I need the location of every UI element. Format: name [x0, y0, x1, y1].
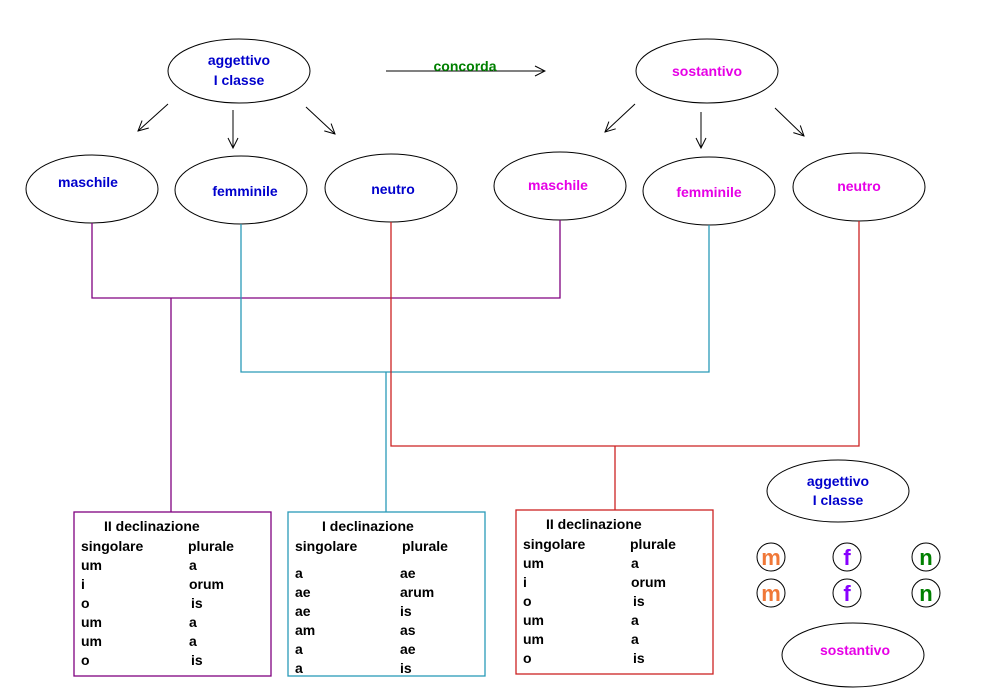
- table-cell: a: [189, 557, 197, 573]
- table-cell: ae: [295, 584, 311, 600]
- legend-adjective-line1: aggettivo: [807, 473, 869, 489]
- declension-table-first-fem: I declinazione singolare plurale a ae ae…: [287, 511, 486, 677]
- table-header-singular: singolare: [295, 538, 357, 554]
- table-cell: a: [189, 633, 197, 649]
- masculine-connector: [91, 220, 561, 299]
- table-cell: um: [81, 633, 102, 649]
- concorda-label: concorda: [433, 58, 496, 74]
- legend-adjective-line2: I classe: [813, 492, 864, 508]
- table-header-singular: singolare: [523, 536, 585, 552]
- table-cell: o: [523, 650, 532, 666]
- table-cell: i: [523, 574, 527, 590]
- table-header-plural: plurale: [402, 538, 448, 554]
- table-cell: is: [633, 650, 645, 666]
- table-cell: a: [295, 565, 303, 581]
- table-cell: is: [633, 593, 645, 609]
- declension-table-second-masc: II declinazione singolare plurale um a i…: [73, 511, 272, 677]
- table-header-plural: plurale: [188, 538, 234, 554]
- table-cell: a: [631, 631, 639, 647]
- table-cell: is: [400, 660, 412, 676]
- declension-table-second-neut: II declinazione singolare plurale um a i…: [515, 509, 714, 675]
- legend-adjective-node: aggettivo I classe: [766, 459, 910, 523]
- table-cell: um: [81, 614, 102, 630]
- adjective-label-line1: aggettivo: [208, 52, 270, 68]
- noun-neutro-label: neutro: [837, 178, 881, 194]
- noun-maschile-label: maschile: [528, 177, 588, 193]
- legend-letter-f: f: [843, 545, 851, 570]
- noun-neutro-node: neutro: [792, 152, 926, 222]
- adjective-maschile-label: maschile: [58, 174, 118, 190]
- noun-femminile-label: femminile: [676, 184, 742, 200]
- legend-letter-f: f: [843, 581, 851, 606]
- legend-letter-n: n: [919, 581, 932, 606]
- table-cell: am: [295, 622, 315, 638]
- table-cell: is: [400, 603, 412, 619]
- neuter-connector: [390, 221, 860, 447]
- table-cell: um: [523, 612, 544, 628]
- legend-noun-node: sostantivo: [781, 622, 925, 688]
- table-cell: a: [295, 641, 303, 657]
- table-cell: orum: [189, 576, 224, 592]
- table-cell: i: [81, 576, 85, 592]
- adjective-femminile-label: femminile: [212, 183, 278, 199]
- table-cell: um: [81, 557, 102, 573]
- table-cell: is: [191, 595, 203, 611]
- table-cell: as: [400, 622, 416, 638]
- table-title: I declinazione: [322, 518, 414, 534]
- legend-letter-n: n: [919, 545, 932, 570]
- table-cell: a: [631, 612, 639, 628]
- table-header-singular: singolare: [81, 538, 143, 554]
- adjective-femminile-node: femminile: [174, 155, 308, 225]
- noun-node: sostantivo: [635, 38, 779, 104]
- noun-label: sostantivo: [672, 63, 742, 79]
- legend-letter-m: m: [761, 545, 781, 570]
- table-cell: o: [81, 652, 90, 668]
- table-cell: ae: [295, 603, 311, 619]
- adjective-branch-arrows: [138, 103, 335, 148]
- noun-maschile-node: maschile: [493, 151, 627, 221]
- table-cell: a: [631, 555, 639, 571]
- noun-femminile-node: femminile: [642, 156, 776, 226]
- table-cell: arum: [400, 584, 434, 600]
- table-cell: o: [81, 595, 90, 611]
- adjective-label-line2: I classe: [214, 72, 265, 88]
- table-cell: o: [523, 593, 532, 609]
- adjective-neutro-node: neutro: [324, 153, 458, 223]
- legend-letter-m: m: [761, 581, 781, 606]
- adjective-neutro-label: neutro: [371, 181, 415, 197]
- adjective-node: aggettivo I classe: [167, 38, 311, 104]
- table-cell: a: [189, 614, 197, 630]
- table-title: II declinazione: [546, 516, 642, 532]
- table-cell: um: [523, 555, 544, 571]
- legend-noun-label: sostantivo: [820, 642, 890, 658]
- table-cell: um: [523, 631, 544, 647]
- table-cell: is: [191, 652, 203, 668]
- table-cell: a: [295, 660, 303, 676]
- table-cell: ae: [400, 641, 416, 657]
- concorda-arrow: concorda: [386, 58, 545, 74]
- table-cell: ae: [400, 565, 416, 581]
- table-cell: orum: [631, 574, 666, 590]
- legend-letters: m f n m f n: [756, 542, 941, 608]
- noun-branch-arrows: [605, 103, 804, 148]
- adjective-maschile-node: maschile: [25, 154, 159, 224]
- table-header-plural: plurale: [630, 536, 676, 552]
- feminine-connector: [240, 224, 710, 373]
- table-title: II declinazione: [104, 518, 200, 534]
